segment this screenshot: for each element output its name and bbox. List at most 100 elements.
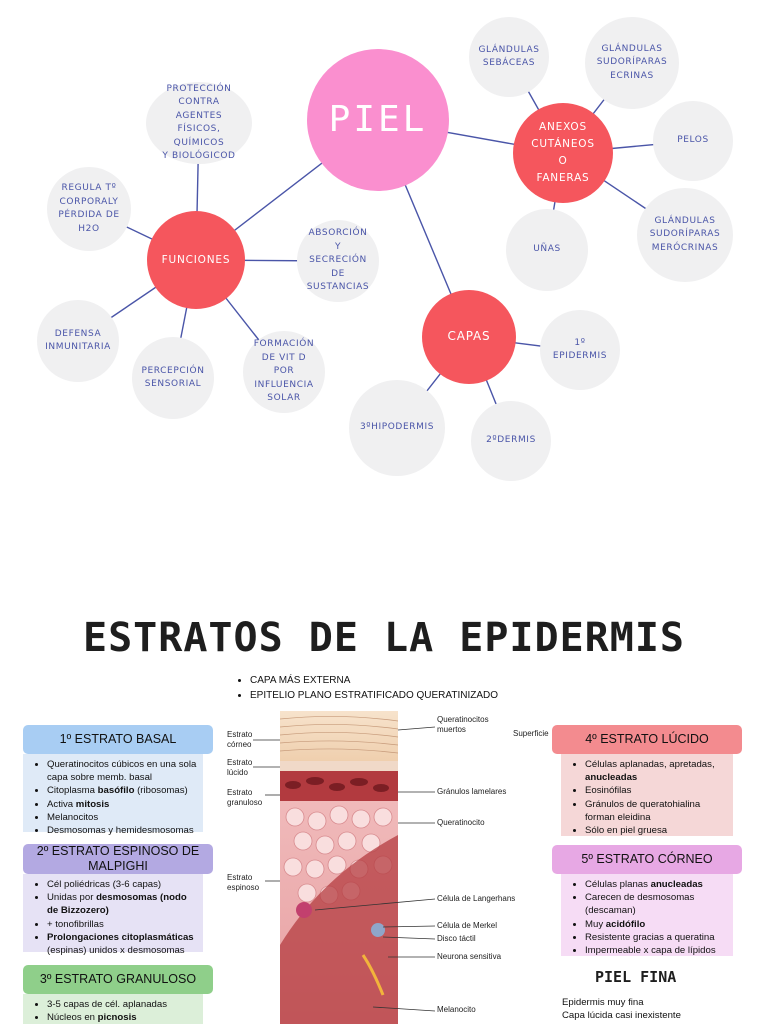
capa-dermis-label: 2ºDERMIS [486,435,536,446]
capa-epidermis[interactable]: 1º EPIDERMIS [540,310,620,390]
lucido-header[interactable]: 4º ESTRATO LÚCIDO [552,725,742,754]
bullet-item: Impermeable x capa de lípidos [585,944,727,957]
espinoso-header-label: 2º ESTRATO ESPINOSO DE MALPIGHI [36,844,200,873]
anexo-glandulas-sebaceas[interactable]: GLÁNDULAS SEBÁCEAS [469,17,549,97]
basal-header-label: 1º ESTRATO BASAL [59,732,177,746]
bullet-text: Gránulos de queratohialina forman eleidi… [585,798,701,823]
capas-label: CAPAS [447,329,491,344]
bullet-text: Unidas por [47,892,97,904]
granuloso-header[interactable]: 3º ESTRATO GRANULOSO [23,965,213,994]
espinoso-box: Cél poliédricas (3-6 capas)Unidas por de… [23,874,203,956]
funcion-regula-label: REGULA Tº CORPORALY PÉRDIDA DE H2O [58,183,120,234]
bullet-text: 3-5 capas de cél. aplanadas [47,999,168,1010]
bullet-item: Células aplanadas, apretadas, anucleadas [585,758,727,784]
bullet-bold-text: picnosis [97,1012,137,1024]
capa-dermis[interactable]: 2ºDERMIS [471,401,551,481]
histology-illustration [253,711,436,1024]
label-superficie: Superficie [513,729,549,738]
piel-center-label: PIEL [328,99,428,141]
label-celula-langerhans: Célula de Langerhans [437,894,516,903]
bullet-item: Desmosomas y hemidesmosomas [47,824,197,837]
bullet-item: 3-5 capas de cél. aplanadas [47,998,197,1011]
funcion-defensa[interactable]: DEFENSA INMUNITARIA [37,300,119,382]
funcion-absorcion-label: ABSORCIÓN Y SECRECIÓN DE SUSTANCIAS [306,228,370,293]
label-estrato-corneo: Estrato córneo [227,730,253,749]
bullet-text: Queratinocitos cúbicos en una sola capa … [47,759,197,784]
funcion-percepcion[interactable]: PERCEPCIÓN SENSORIAL [132,337,214,419]
epidermis-histology-figure: Estrato córneo Estrato lúcido Estrato gr… [223,705,553,1024]
bullet-bold-text: acidófilo [605,918,646,930]
bullet-item: Sólo en piel gruesa [585,824,727,837]
bullet-item: Células planas anucleadas [585,878,727,891]
capa-hipodermis[interactable]: 3ºHIPODERMIS [349,380,445,476]
label-estrato-granuloso: Estrato granuloso [227,788,263,807]
anexo-unas-label: UÑAS [533,244,561,255]
label-neurona-sensitiva: Neurona sensitiva [437,952,502,961]
lucido-box: Células aplanadas, apretadas, anucleadas… [561,754,733,836]
funcion-vitamina-d[interactable]: FORMACIÓN DE VIT D POR INFLUENCIA SOLAR [243,331,325,413]
bullet-text: Melanocitos [47,811,99,823]
bullet-item: Resistente gracias a queratina [585,931,727,944]
basal-header[interactable]: 1º ESTRATO BASAL [23,725,213,754]
bullet-item: Melanocitos [47,811,197,824]
funcion-regula-temperatura[interactable]: REGULA Tº CORPORALY PÉRDIDA DE H2O [47,167,131,251]
funcion-absorcion[interactable]: ABSORCIÓN Y SECRECIÓN DE SUSTANCIAS [297,220,379,302]
bullet-bold-text: desmosomas (nodo de Bizzozero) [47,892,187,917]
bullet-bold-text: anucleadas [650,879,703,890]
piel-center-node[interactable]: PIEL [307,49,449,191]
bullet-text: Activa [47,798,76,810]
lucido-list: Células aplanadas, apretadas, anucleadas… [571,758,727,837]
funcion-proteccion[interactable]: PROTECCIÓN CONTRA AGENTES FÍSICOS, QUÍMI… [146,82,252,164]
label-queratinocitos-muertos: Queratinocitos muertos [437,715,489,734]
anexo-pelos[interactable]: PELOS [653,101,733,181]
capas-node[interactable]: CAPAS [422,290,516,384]
anexos-node[interactable]: ANEXOS CUTÁNEOS O FANERAS [513,103,613,203]
anexo-ecrinas-label: GLÁNDULAS SUDORÍPARAS ECRINAS [596,43,668,81]
anexo-glandulas-merocrinas[interactable]: GLÁNDULAS SUDORÍPARAS MERÓCRINAS [637,188,733,282]
bullet-text: Núcleos en [47,1012,98,1024]
bullet-item: + tonofibrillas [47,918,197,931]
anexo-unas[interactable]: UÑAS [506,209,588,291]
bullet-item: Prolongaciones citoplasmáticas (espinas)… [47,931,197,957]
funciones-label: FUNCIONES [161,253,231,266]
bullet-text: (ribosomas) [134,785,188,797]
bullet-item: Queratinocitos cúbicos en una sola capa … [47,758,197,784]
espinoso-header[interactable]: 2º ESTRATO ESPINOSO DE MALPIGHI [23,844,213,874]
bullet-item: Carecen de desmosomas (descaman) [585,891,727,917]
epidermis-intro-list: CAPA MÁS EXTERNA EPITELIO PLANO ESTRATIF… [236,674,498,703]
anexos-label: ANEXOS CUTÁNEOS O FANERAS [531,121,595,184]
bullet-bold-text: Prolongaciones citoplasmáticas [47,931,194,943]
funciones-node[interactable]: FUNCIONES [147,211,245,309]
granuloso-list: 3-5 capas de cél. aplanadasNúcleos en pi… [33,998,197,1024]
granuloso-header-label: 3º ESTRATO GRANULOSO [39,972,197,986]
corneo-list: Células planas anucleadasCarecen de desm… [571,878,727,957]
label-granulos-lamelares: Gránulos lamelares [437,787,507,796]
bullet-item: Unidas por desmosomas (nodo de Bizzozero… [47,891,197,917]
funcion-vitamina-label: FORMACIÓN DE VIT D POR INFLUENCIA SOLAR [253,339,315,404]
bullet-item: Activa mitosis [47,798,197,811]
bullet-item: Citoplasma basófilo (ribosomas) [47,784,197,797]
piel-fina-line: Capa lúcida casi inexistente [562,1010,681,1022]
piel-fina-title: PIEL FINA [595,968,677,986]
bullet-text: + tonofibrillas [47,918,104,930]
epidermis-title: ESTRATOS DE LA EPIDERMIS [83,615,685,661]
corneo-header-label: 5º ESTRATO CÓRNEO [581,852,713,866]
anexo-glandulas-ecrinas[interactable]: GLÁNDULAS SUDORÍPARAS ECRINAS [585,17,679,109]
bullet-item: Cél poliédricas (3-6 capas) [47,878,197,891]
funcion-proteccion-label: PROTECCIÓN CONTRA AGENTES FÍSICOS, QUÍMI… [162,83,236,162]
bullet-text: Desmosomas y hemidesmosomas [47,825,194,837]
bullet-text: Eosinófilas [585,785,632,797]
funcion-defensa-label: DEFENSA INMUNITARIA [45,328,111,353]
bullet-text: Sólo en piel gruesa [585,825,668,837]
lucido-header-label: 4º ESTRATO LÚCIDO [585,732,709,746]
label-estrato-lucido: Estrato lúcido [227,758,253,777]
bullet-bold-text: mitosis [75,798,110,810]
corneo-header[interactable]: 5º ESTRATO CÓRNEO [552,845,742,874]
basal-box: Queratinocitos cúbicos en una sola capa … [23,754,203,836]
espinoso-list: Cél poliédricas (3-6 capas)Unidas por de… [33,878,197,957]
label-queratinocito: Queratinocito [437,818,485,827]
funcion-percepcion-label: PERCEPCIÓN SENSORIAL [141,365,205,390]
label-celula-merkel: Célula de Merkel [437,921,498,930]
intro-item: CAPA MÁS EXTERNA [250,674,498,689]
intro-item: EPITELIO PLANO ESTRATIFICADO QUERATINIZA… [250,689,498,704]
